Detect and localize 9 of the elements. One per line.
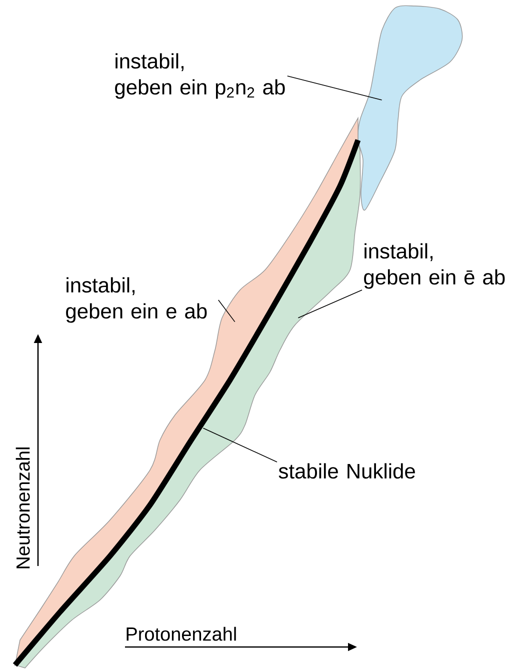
shaded-region (358, 5, 463, 211)
annotation-text: instabil, geben ein p$_{2}$n$_{2}$ ab (115, 53, 285, 99)
leader-line (298, 290, 362, 318)
leader-line (202, 428, 278, 462)
annotation-text: stabile Nuklide (278, 463, 415, 479)
axis-label: Protonenzahl (126, 626, 236, 641)
leader-line (287, 76, 382, 100)
annotation-text: instabil, geben ein ē ab (364, 243, 505, 289)
axis-label: Neutronenzahl (16, 448, 30, 568)
